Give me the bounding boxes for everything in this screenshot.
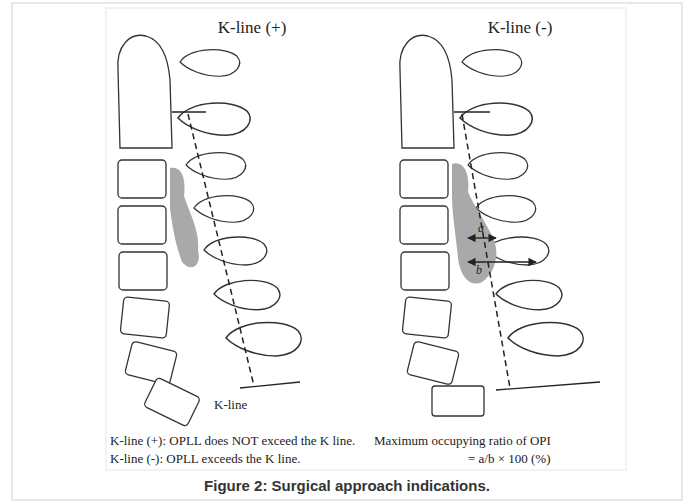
panel-title: K-line (+): [218, 18, 287, 38]
line-label: K-line: [214, 398, 247, 413]
note-text: Maximum occupying ratio of OPI: [374, 434, 551, 449]
panel-title: K-line (-): [488, 18, 553, 38]
note-text: K-line (-): OPLL exceeds the K line.: [110, 452, 300, 467]
note-text: K-line (+): OPLL does NOT exceed the K l…: [110, 434, 355, 449]
dimension-label: a: [478, 222, 484, 236]
note-text: = a/b × 100 (%): [468, 452, 551, 467]
figure-caption: Figure 2: Surgical approach indications.: [204, 477, 490, 494]
dimension-label: b: [476, 264, 482, 278]
